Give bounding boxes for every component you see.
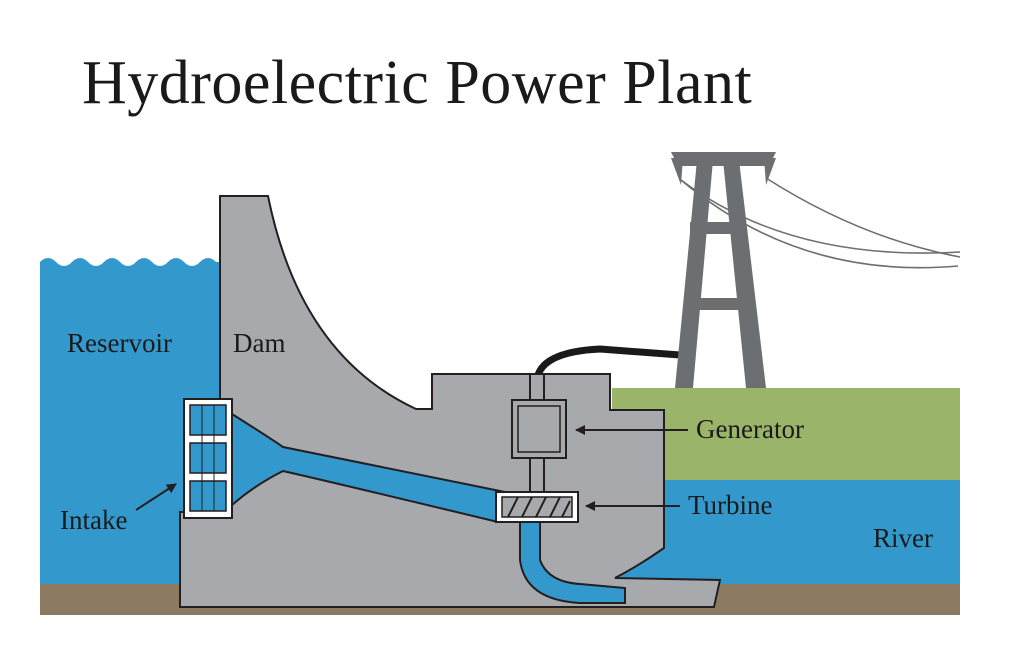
reservoir-water [40, 258, 222, 590]
turbine-label: Turbine [688, 490, 773, 520]
river-water [612, 480, 960, 595]
page-title: Hydroelectric Power Plant [82, 49, 753, 117]
dam-label: Dam [233, 328, 286, 358]
intake-label: Intake [60, 505, 128, 535]
turbine [495, 491, 579, 523]
reservoir-label: Reservoir [67, 328, 172, 358]
intake-arrow [135, 483, 177, 511]
generator [511, 373, 567, 493]
intake-gate [183, 398, 233, 519]
generator-label: Generator [696, 414, 804, 444]
grass-bank [612, 388, 960, 480]
power-lines [680, 177, 961, 269]
river-label: River [873, 523, 933, 553]
transmission-tower [671, 152, 776, 388]
